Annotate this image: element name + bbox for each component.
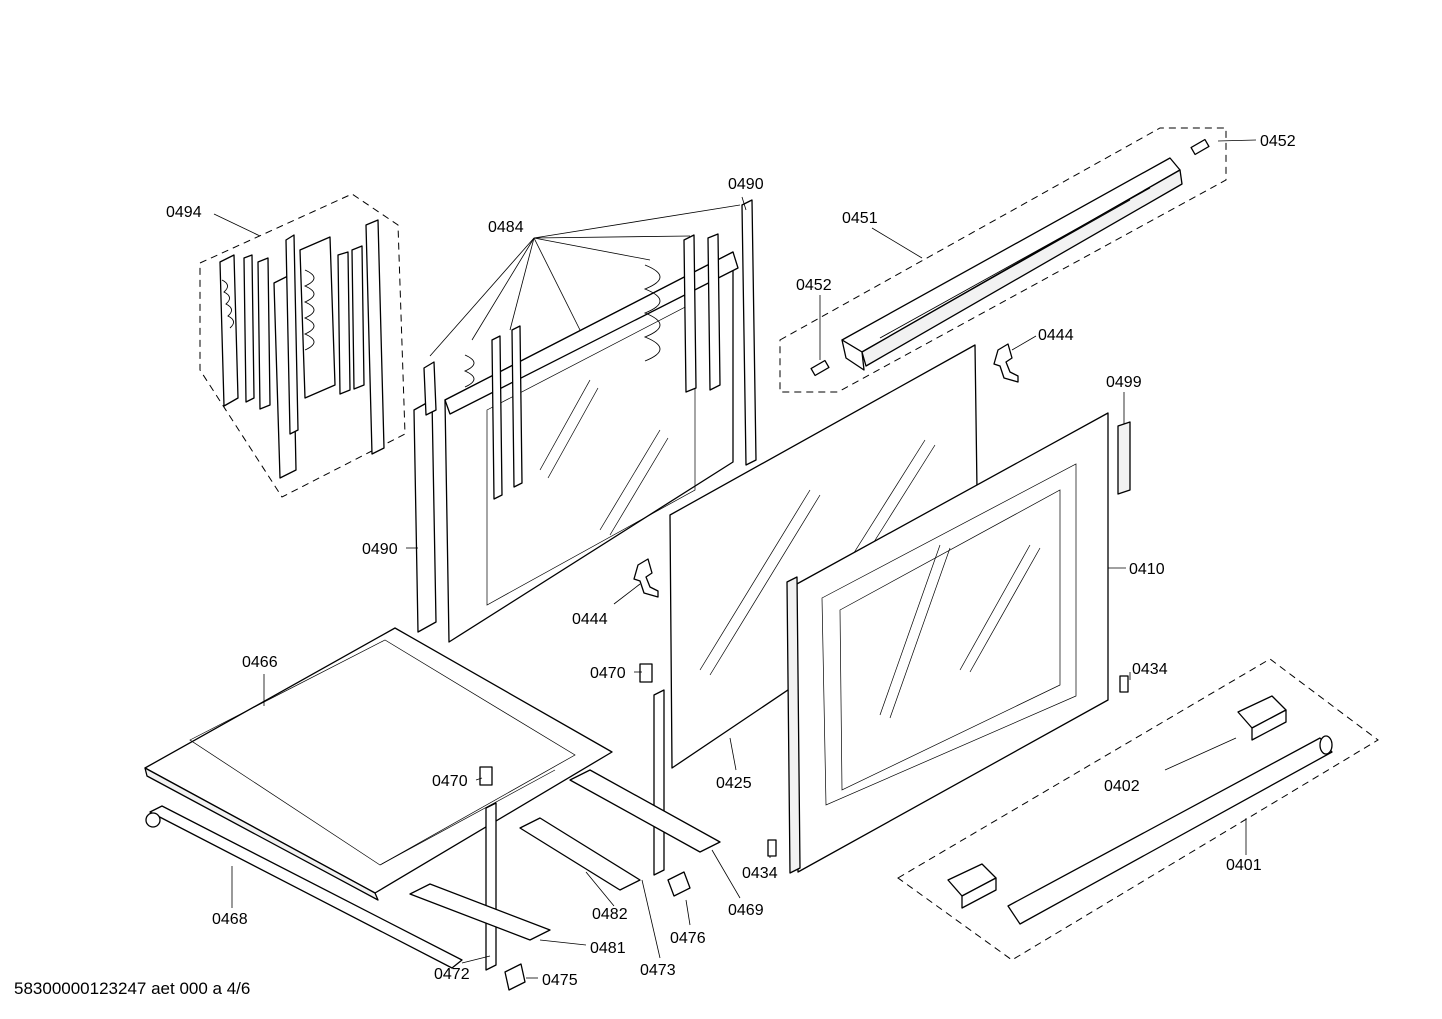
label-0476: 0476 [670,930,706,947]
label-0402: 0402 [1104,778,1140,795]
bottom-rail-0469 [569,769,721,853]
clip-0434-right [1119,675,1129,693]
clip-0434-bottom [767,839,777,857]
label-0473: 0473 [640,962,676,979]
part-labels: 0452 0451 0452 0444 0499 0490 0484 0494 … [166,133,1296,989]
side-rail-left-0490 [413,361,437,633]
small-clip-0475 [504,963,526,991]
clip-0444-upper [993,343,1019,383]
label-0444-lower: 0444 [572,611,608,628]
label-0470-upper: 0470 [590,665,626,682]
label-0481: 0481 [590,940,626,957]
outer-door-0410 [786,412,1109,874]
group-outline-0494 [199,193,406,498]
rack-shelf-runners-0494 [219,219,385,479]
bracket-0470-upper [639,663,653,683]
label-0490-left: 0490 [362,541,398,558]
lower-rail-0468 [145,805,463,969]
pin-0452-lower [810,359,830,377]
label-0410: 0410 [1129,561,1165,578]
label-0452-top: 0452 [1260,133,1296,150]
label-plate-0499 [1117,421,1131,495]
hinge-bracket-0473 [653,689,665,876]
label-0444-upper: 0444 [1038,327,1074,344]
label-0469: 0469 [728,902,764,919]
top-trim-strip-0451 [841,157,1183,371]
label-0452-mid: 0452 [796,277,832,294]
hinge-0481 [409,883,551,941]
label-0466: 0466 [242,654,278,671]
bracket-0470-lower [479,766,493,786]
hinge-bracket-0472 [485,802,497,971]
group-outline-0451 [779,127,1227,393]
label-0494: 0494 [166,204,202,221]
pin-0452-upper [1190,138,1210,156]
clip-0444-lower [633,558,659,598]
label-0401: 0401 [1226,857,1262,874]
label-0470-lower: 0470 [432,773,468,790]
label-0482: 0482 [592,906,628,923]
label-0451: 0451 [842,210,878,227]
label-0475: 0475 [542,972,578,989]
label-0499: 0499 [1106,374,1142,391]
label-0434-bottom: 0434 [742,865,778,882]
hinge-0482 [519,817,641,891]
label-0490-top: 0490 [728,176,764,193]
leader-lines [213,139,1257,979]
door-handle-0401 [947,695,1333,925]
label-0425: 0425 [716,775,752,792]
label-0484: 0484 [488,219,524,236]
side-rail-right-0490 [463,199,757,500]
label-0472: 0472 [434,966,470,983]
small-clip-0476 [667,871,691,897]
top-cover-panel-0466 [144,627,613,901]
label-0468: 0468 [212,911,248,928]
group-outline-0401 [897,658,1379,961]
document-reference-footer: 58300000123247 aet 000 a 4/6 [14,979,251,998]
label-0434-right: 0434 [1132,661,1168,678]
